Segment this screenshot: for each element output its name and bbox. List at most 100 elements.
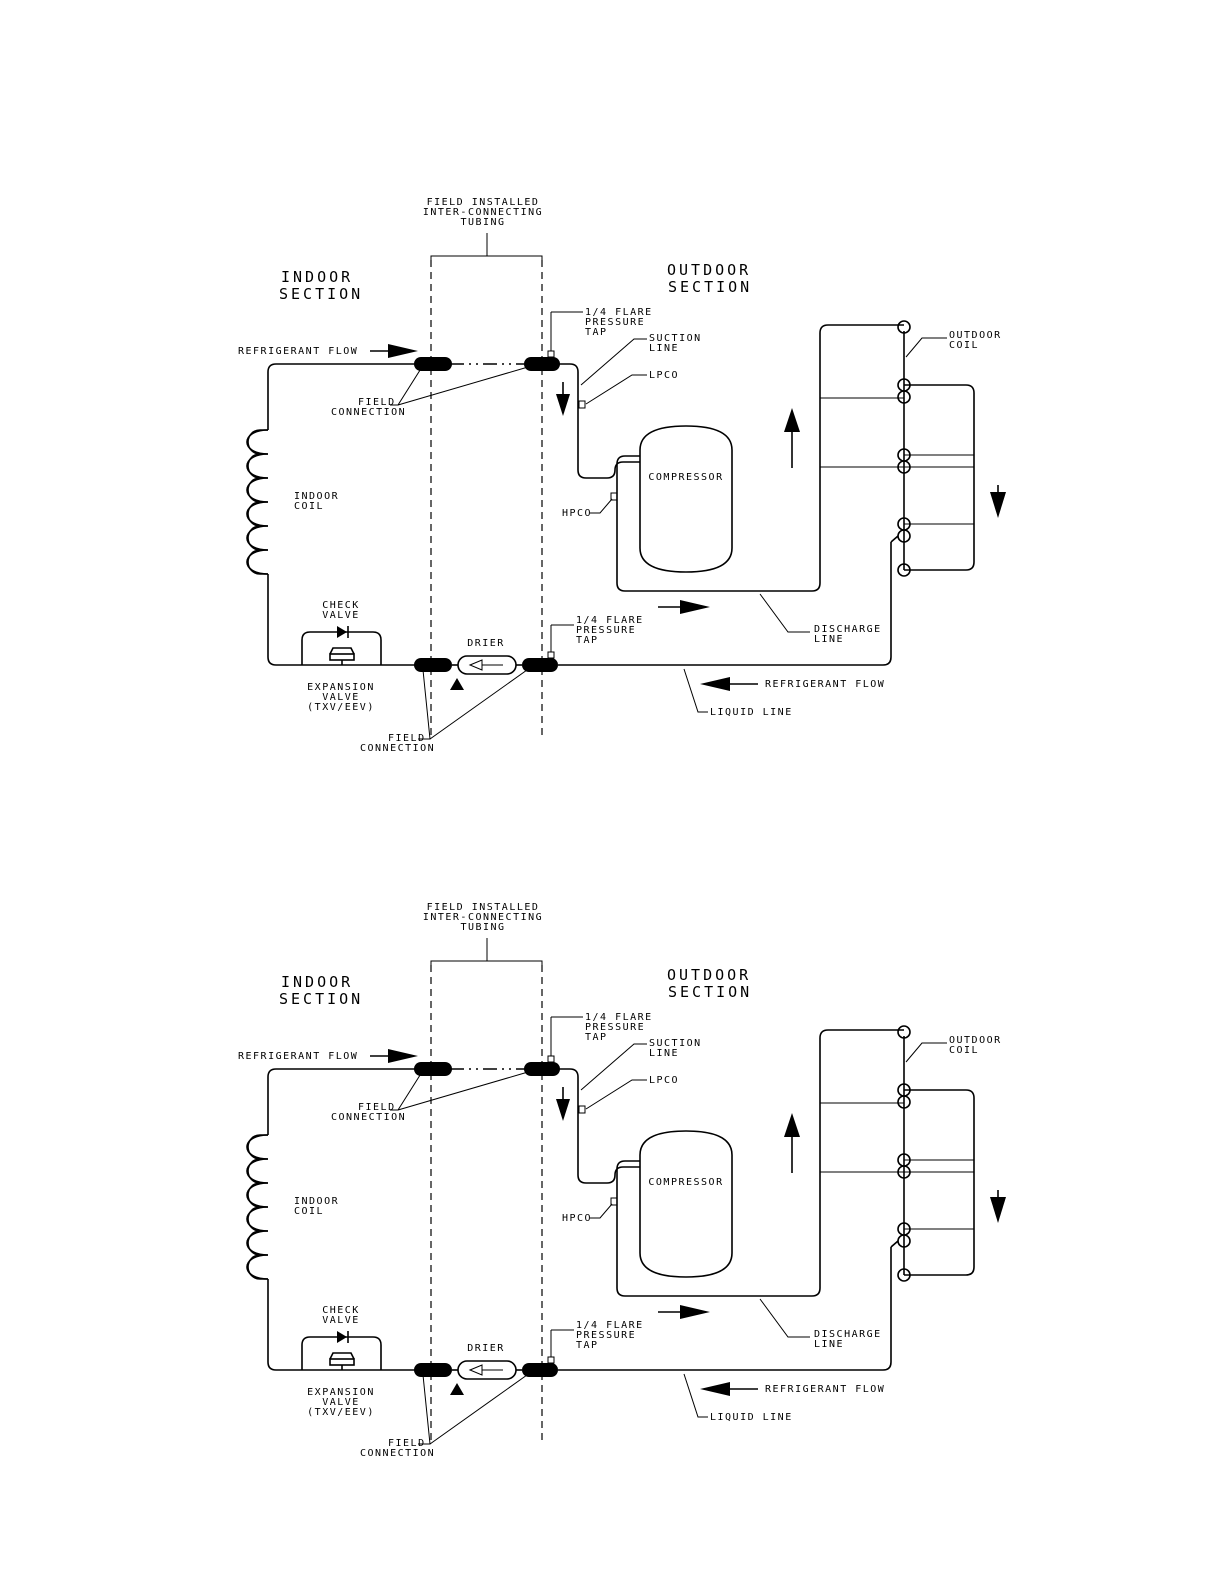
compressor-label: COMPRESSOR — [648, 1177, 723, 1188]
suction-flow-down-arrow-icon — [556, 394, 570, 416]
liquid-line-label: LIQUID LINE — [710, 1412, 793, 1423]
svg-text:LINE: LINE — [814, 634, 844, 645]
indoor-coil — [246, 429, 269, 575]
svg-text:OUTDOOR: OUTDOOR — [667, 966, 751, 984]
suction-line-leader — [580, 338, 647, 386]
compressor-body — [639, 425, 733, 573]
refrigerant-diagram-top: FIELD INSTALLED INTER-CONNECTING TUBING … — [0, 180, 1224, 820]
refrigerant-flow-top-label: REFRIGERANT FLOW — [238, 1051, 358, 1062]
field-connection-fitting-bottom-left — [414, 658, 452, 672]
svg-text:1/4 FLARE: 1/4 FLARE — [585, 1012, 653, 1023]
compressor-label: COMPRESSOR — [648, 472, 723, 483]
svg-text:VALVE: VALVE — [322, 1397, 360, 1408]
field-connection-top-leaders — [390, 1071, 529, 1111]
svg-text:TUBING: TUBING — [460, 922, 505, 933]
outdoor-flow-down-arrow-icon — [990, 492, 1006, 518]
indoor-coil-left — [247, 429, 268, 575]
svg-text:INDOOR: INDOOR — [294, 1196, 339, 1207]
compressor-body — [639, 1130, 733, 1278]
svg-text:VALVE: VALVE — [322, 692, 360, 703]
indoor-coil-left — [247, 1134, 268, 1280]
hpco-label: HPCO — [562, 1213, 592, 1224]
drier-label: DRIER — [467, 638, 505, 649]
svg-text:CHECK: CHECK — [322, 1305, 360, 1316]
refrigerant-flow-top-arrow-icon — [388, 1049, 418, 1063]
svg-text:CONNECTION: CONNECTION — [360, 1448, 435, 1459]
diagram-svg: FIELD INSTALLED INTER-CONNECTING TUBING … — [238, 902, 1006, 1459]
field-connection-fitting-top-right — [524, 357, 560, 371]
svg-text:VALVE: VALVE — [322, 1315, 360, 1326]
hpco-switch — [610, 492, 618, 501]
outdoor-flow-down-arrow-icon — [990, 1197, 1006, 1223]
svg-text:TUBING: TUBING — [460, 217, 505, 228]
field-connection-top-label: FIELD CONNECTION — [331, 397, 406, 418]
svg-text:CONNECTION: CONNECTION — [360, 743, 435, 754]
svg-text:TAP: TAP — [585, 327, 608, 338]
lpco-label: LPCO — [649, 1075, 679, 1086]
refrigerant-flow-top-arrow-icon — [388, 344, 418, 358]
svg-text:FIELD INSTALLED: FIELD INSTALLED — [427, 197, 540, 208]
field-connection-bottom-label: FIELD CONNECTION — [360, 733, 435, 754]
discharge-line — [616, 1029, 904, 1297]
field-installed-label: FIELD INSTALLED INTER-CONNECTING TUBING — [423, 902, 543, 933]
suction-line-label: SUCTION LINE — [649, 1038, 700, 1059]
svg-text:CONNECTION: CONNECTION — [331, 407, 406, 418]
drier-flow-arrow-icon — [468, 659, 483, 671]
indoor-bottom-line — [267, 574, 418, 666]
outdoor-coil-label: OUTDOOR COIL — [949, 330, 1002, 351]
liquid-line-leader — [683, 668, 708, 713]
expansion-valve-label: EXPANSION VALVE (TXV/EEV) — [307, 682, 373, 713]
svg-text:SECTION: SECTION — [279, 285, 363, 303]
suction-line-leader — [580, 1043, 647, 1091]
field-connection-bottom-leaders — [418, 669, 528, 740]
svg-text:FIELD: FIELD — [388, 1438, 426, 1449]
lpco-switch — [578, 1105, 586, 1114]
svg-text:SECTION: SECTION — [668, 983, 752, 1001]
discharge-flow-arrow-icon — [680, 600, 710, 614]
svg-text:OUTDOOR: OUTDOOR — [667, 261, 751, 279]
liquid-line-label: LIQUID LINE — [710, 707, 793, 718]
flare-tap-top-label: 1/4 FLARE PRESSURE TAP — [585, 307, 653, 338]
lpco-leader — [585, 374, 647, 405]
outdoor-section-label: OUTDOOR SECTION — [667, 261, 751, 296]
liquid-line-leader — [683, 1373, 708, 1418]
refrigerant-diagram-bottom: FIELD INSTALLED INTER-CONNECTING TUBING … — [0, 885, 1224, 1525]
expansion-valve-icon — [329, 647, 355, 665]
svg-text:TAP: TAP — [576, 1340, 599, 1351]
svg-text:PRESSURE: PRESSURE — [576, 1330, 636, 1341]
svg-text:TAP: TAP — [585, 1032, 608, 1043]
tubing-bracket — [430, 938, 543, 965]
indoor-top-line — [267, 1068, 433, 1135]
svg-text:LINE: LINE — [649, 343, 679, 354]
svg-text:1/4 FLARE: 1/4 FLARE — [585, 307, 653, 318]
discharge-line-label: DISCHARGE LINE — [814, 1329, 880, 1350]
expansion-valve-label: EXPANSION VALVE (TXV/EEV) — [307, 1387, 373, 1418]
outdoor-coil-label: OUTDOOR COIL — [949, 1035, 1000, 1056]
lpco-leader — [585, 1079, 647, 1110]
svg-text:FIELD: FIELD — [388, 733, 426, 744]
field-installed-label: FIELD INSTALLED INTER-CONNECTING TUBING — [423, 197, 542, 228]
svg-text:COIL: COIL — [294, 1206, 324, 1217]
check-valve-icon — [337, 626, 347, 638]
svg-text:PRESSURE: PRESSURE — [576, 625, 636, 636]
svg-text:INTER-CONNECTING: INTER-CONNECTING — [423, 912, 543, 923]
check-valve-icon — [337, 1331, 347, 1343]
svg-text:TAP: TAP — [576, 635, 599, 646]
indoor-section-label: INDOOR SECTION — [279, 973, 360, 1008]
suction-line-outdoor — [555, 1068, 640, 1184]
warning-triangle-icon — [450, 1383, 464, 1395]
suction-flow-down-arrow-icon — [556, 1099, 570, 1121]
liquid-line — [558, 542, 892, 666]
svg-text:FIELD: FIELD — [358, 397, 396, 408]
lpco-switch — [578, 400, 586, 409]
field-connection-bottom-label: FIELD CONNECTION — [360, 1438, 435, 1459]
check-valve-label: CHECK VALVE — [322, 1305, 360, 1326]
warning-triangle-icon — [450, 678, 464, 690]
outdoor-flow-up-arrow-icon — [784, 408, 800, 432]
svg-text:OUTDOOR: OUTDOOR — [949, 330, 1002, 341]
indoor-coil — [246, 1134, 269, 1280]
flare-tap-bottom-port — [547, 651, 555, 659]
refrigerant-flow-top-label: REFRIGERANT FLOW — [238, 346, 358, 357]
expansion-valve-icon — [329, 1352, 355, 1370]
indoor-coil-label: INDOOR COIL — [294, 491, 338, 512]
